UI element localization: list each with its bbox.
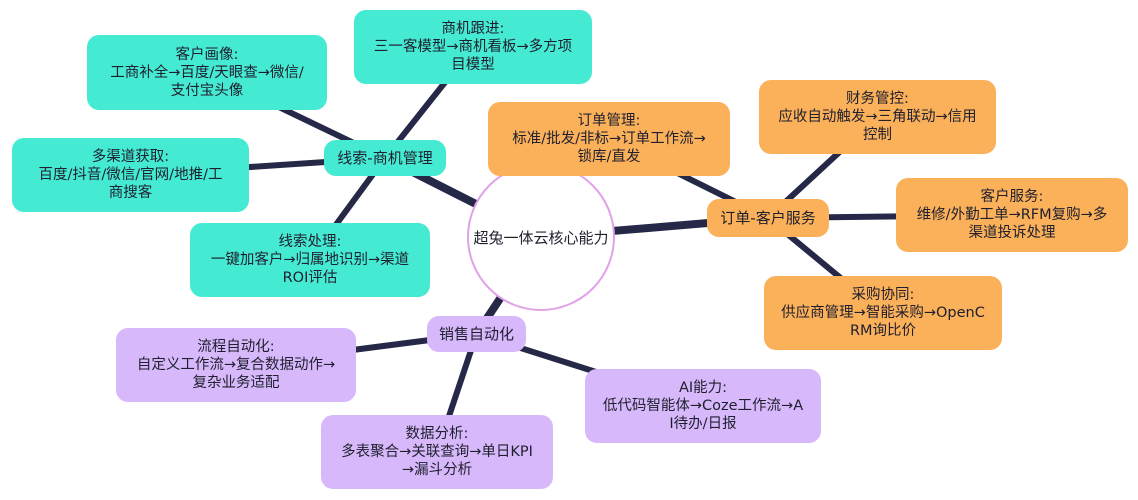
- leaf-line: 三一客模型→商机看板→多方项: [373, 39, 573, 55]
- leaf-finance-control[interactable]: 财务管控: 应收自动触发→三角联动→信用 控制: [759, 80, 996, 154]
- leaf-title: 采购协同:: [851, 287, 915, 303]
- branch-label: 订单-客户服务: [720, 209, 816, 227]
- leaf-opportunity-followup[interactable]: 商机跟进: 三一客模型→商机看板→多方项 目模型: [354, 10, 592, 84]
- leaf-line: I待办/日报: [669, 416, 737, 432]
- leaf-line: 供应商管理→智能采购→OpenC: [781, 305, 985, 321]
- branch-order-service[interactable]: 订单-客户服务: [707, 199, 829, 237]
- center-node-label: 超兔一体云核心能力: [473, 228, 609, 247]
- leaf-title: 财务管控:: [846, 91, 909, 107]
- leaf-customer-profile[interactable]: 客户画像: 工商补全→百度/天眼查→微信/ 支付宝头像: [87, 35, 327, 110]
- leaf-line: 一键加客户→归属地识别→渠道: [210, 252, 410, 268]
- leaf-title: 客户画像:: [175, 46, 239, 63]
- branch-sales-automation[interactable]: 销售自动化: [427, 316, 526, 352]
- leaf-customer-service[interactable]: 客户服务: 维修/外勤工单→RFM复购→多 渠道投诉处理: [896, 178, 1128, 252]
- leaf-line: 低代码智能体→Coze工作流→A: [602, 398, 804, 414]
- leaf-line: →漏斗分析: [401, 462, 473, 478]
- branch-label: 线索-商机管理: [337, 149, 433, 167]
- leaf-line: 锁库/直发: [577, 149, 641, 165]
- leaf-line: 工商补全→百度/天眼查→微信/: [110, 64, 304, 81]
- leaf-procurement[interactable]: 采购协同: 供应商管理→智能采购→OpenC RM询比价: [764, 276, 1002, 350]
- leaf-title: 流程自动化:: [197, 339, 275, 355]
- center-node[interactable]: 超兔一体云核心能力: [467, 163, 615, 311]
- leaf-order-management[interactable]: 订单管理: 标准/批发/非标→订单工作流→ 锁库/直发: [488, 102, 730, 176]
- leaf-line: 标准/批发/非标→订单工作流→: [512, 131, 706, 147]
- leaf-line: 目模型: [451, 57, 495, 73]
- leaf-ai-capability[interactable]: AI能力: 低代码智能体→Coze工作流→A I待办/日报: [585, 369, 821, 443]
- leaf-line: 应收自动触发→三角联动→信用: [778, 109, 977, 125]
- leaf-line: 多表聚合→关联查询→单日KPI: [341, 444, 533, 460]
- leaf-line: 支付宝头像: [170, 82, 244, 99]
- leaf-line: 控制: [863, 127, 892, 143]
- leaf-line: ROI评估: [282, 270, 338, 286]
- branch-lead-opportunity[interactable]: 线索-商机管理: [324, 140, 446, 176]
- leaf-title: 订单管理:: [577, 113, 641, 129]
- leaf-title: 多渠道获取:: [91, 149, 170, 165]
- leaf-title: AI能力:: [678, 380, 728, 396]
- leaf-line: 复杂业务适配: [192, 375, 280, 391]
- leaf-title: 数据分析:: [405, 426, 469, 442]
- leaf-line: 自定义工作流→复合数据动作→: [136, 357, 336, 373]
- leaf-line: 维修/外勤工单→RFM复购→多: [916, 207, 1108, 223]
- leaf-lead-processing[interactable]: 线索处理: 一键加客户→归属地识别→渠道 ROI评估: [190, 223, 430, 297]
- leaf-process-automation[interactable]: 流程自动化: 自定义工作流→复合数据动作→ 复杂业务适配: [116, 328, 356, 402]
- leaf-line: 商搜客: [108, 185, 153, 201]
- leaf-title: 线索处理:: [278, 234, 342, 250]
- leaf-line: RM询比价: [849, 323, 917, 339]
- leaf-line: 渠道投诉处理: [968, 225, 1056, 241]
- leaf-line: 百度/抖音/微信/官网/地推/工: [38, 167, 223, 183]
- branch-label: 销售自动化: [438, 325, 514, 343]
- leaf-multichannel-acquisition[interactable]: 多渠道获取: 百度/抖音/微信/官网/地推/工 商搜客: [12, 138, 249, 212]
- leaf-data-analysis[interactable]: 数据分析: 多表聚合→关联查询→单日KPI →漏斗分析: [321, 415, 553, 489]
- leaf-title: 客户服务:: [980, 189, 1044, 205]
- leaf-title: 商机跟进:: [441, 21, 505, 37]
